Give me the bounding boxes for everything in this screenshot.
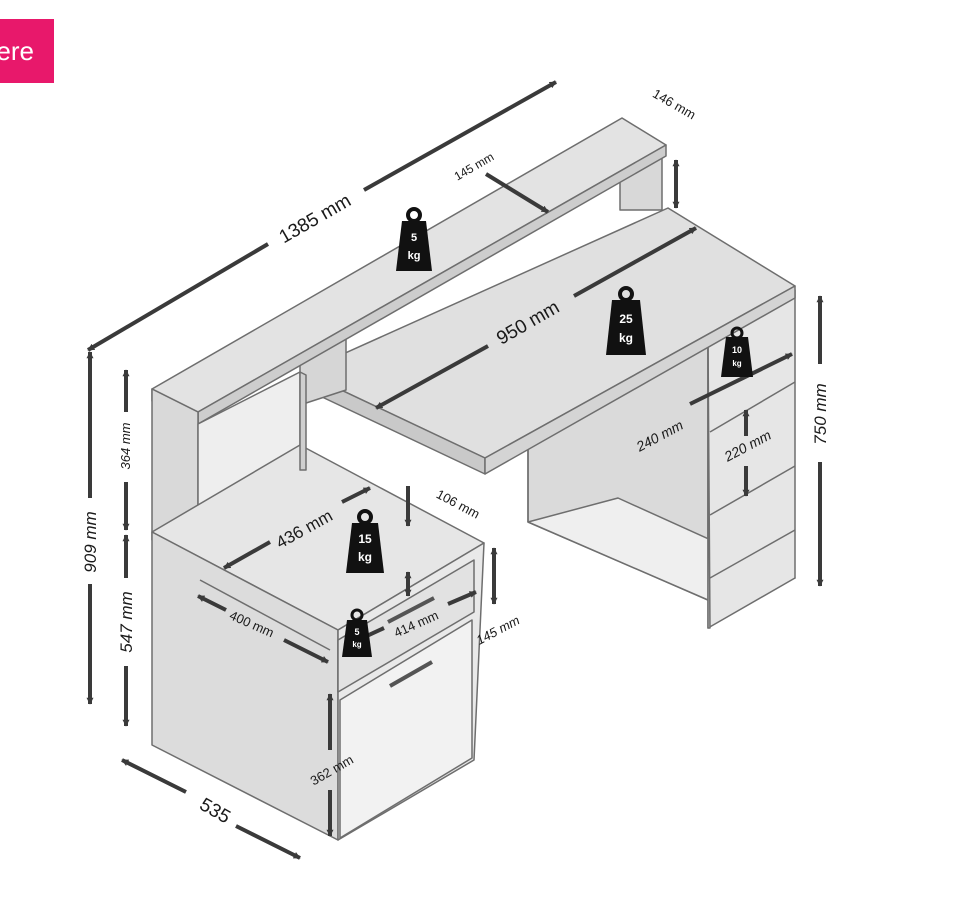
label-lower-height: 547 mm <box>117 591 136 652</box>
weight-unit: kg <box>358 550 372 564</box>
weight-icon-hutch: 5 kg <box>396 207 432 271</box>
weight-icon-shelf: 10 kg <box>721 326 753 377</box>
label-desk-height: 750 mm <box>811 383 830 444</box>
label-gap-height: 106 mm <box>434 486 483 521</box>
weight-icon-drawer: 5 kg <box>342 608 372 657</box>
right-shelf-unit <box>527 289 796 629</box>
corner-badge-button[interactable]: ere <box>0 19 54 83</box>
weight-value: 25 <box>619 312 633 326</box>
weight-icon-desk: 25 kg <box>606 286 646 355</box>
weight-value: 5 <box>354 627 359 637</box>
weight-value: 15 <box>358 532 372 546</box>
desk-top <box>302 207 796 475</box>
label-total-depth: 535 <box>196 794 234 828</box>
weight-unit: kg <box>352 640 361 649</box>
label-total-height: 909 mm <box>81 511 100 572</box>
weight-unit: kg <box>408 250 421 262</box>
dimension-arrows <box>86 80 824 860</box>
label-shelf-height: 146 mm <box>650 86 698 122</box>
weight-unit: kg <box>619 331 633 345</box>
weight-value: 10 <box>732 345 742 355</box>
weight-value: 5 <box>411 232 417 244</box>
label-total-width: 1385 mm <box>276 190 355 248</box>
left-cabinet <box>151 371 485 841</box>
label-upper-height: 364 mm <box>118 422 133 469</box>
weight-icon-cabinet-top: 15 kg <box>346 509 384 573</box>
corner-badge-label: ere <box>0 36 34 66</box>
weight-unit: kg <box>732 359 741 368</box>
